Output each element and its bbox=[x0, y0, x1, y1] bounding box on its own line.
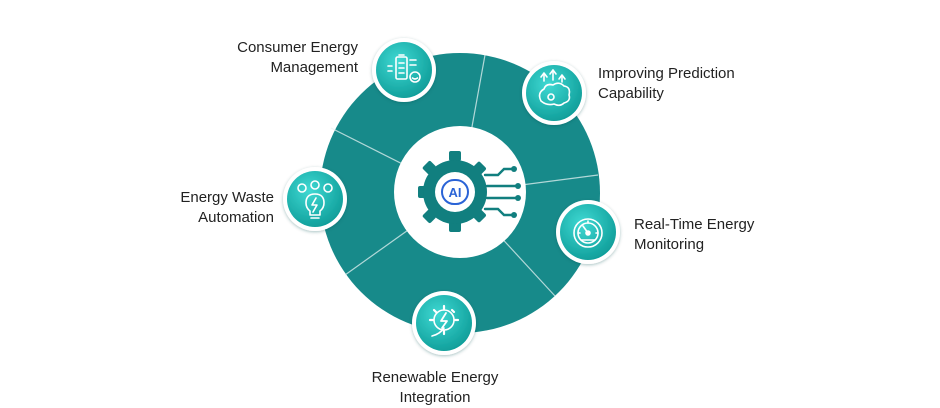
label-line: Energy Waste bbox=[180, 189, 274, 206]
ai-badge-text: AI bbox=[448, 184, 462, 200]
label-improving-prediction-capability: Improving Prediction Capability bbox=[598, 64, 798, 104]
segment-dividers bbox=[330, 54, 599, 297]
label-line: Consumer Energy bbox=[237, 39, 358, 56]
label-line: Integration bbox=[399, 389, 471, 406]
node-consumer bbox=[372, 38, 436, 102]
label-consumer-energy-management: Consumer Energy Management bbox=[196, 38, 358, 78]
ai-badge: AI bbox=[441, 179, 469, 205]
node-renewable bbox=[412, 291, 476, 355]
gauge-icon bbox=[573, 218, 603, 248]
bulb-automation-icon bbox=[297, 180, 333, 219]
battery-smiley-icon bbox=[387, 54, 421, 83]
label-line: Management bbox=[270, 59, 358, 76]
label-line: Automation bbox=[198, 209, 274, 226]
label-line: Monitoring bbox=[634, 236, 705, 253]
label-line: Capability bbox=[598, 85, 664, 102]
brain-growth-icon bbox=[538, 69, 571, 107]
leaf-gear-bolt-icon bbox=[428, 304, 460, 337]
label-line: Renewable Energy bbox=[371, 369, 499, 386]
label-energy-waste-automation: Energy Waste Automation bbox=[150, 188, 274, 228]
label-line: Improving Prediction bbox=[598, 65, 735, 82]
label-real-time-energy-monitoring: Real-Time Energy Monitoring bbox=[634, 215, 814, 255]
label-renewable-energy-integration: Renewable Energy Integration bbox=[340, 368, 530, 408]
label-line: Real-Time Energy bbox=[634, 216, 755, 233]
node-prediction bbox=[522, 61, 586, 125]
